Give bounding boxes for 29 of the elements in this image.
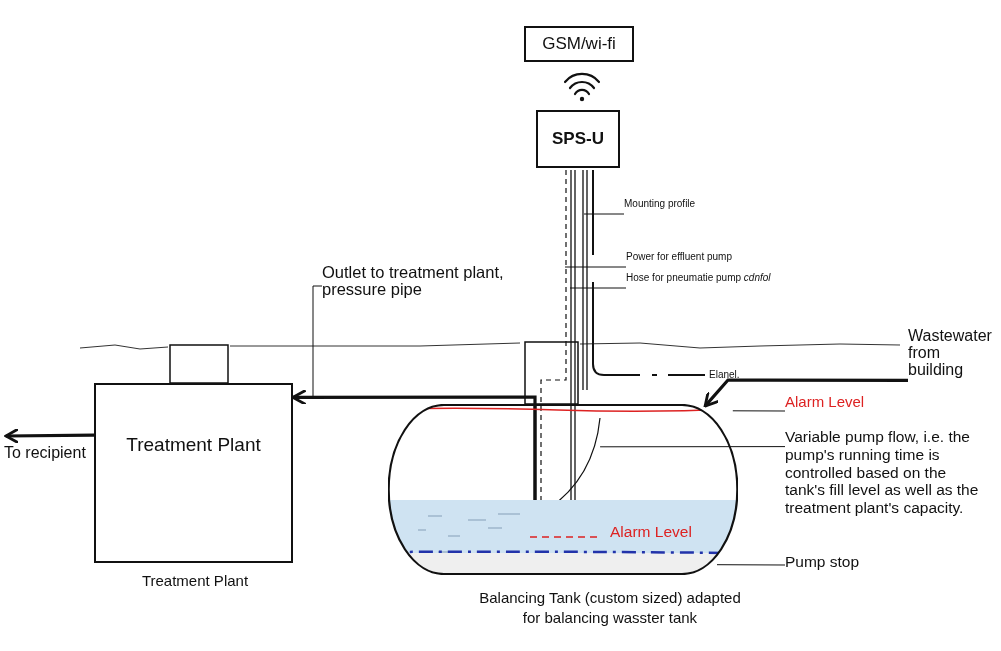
leader-line [599, 446, 786, 448]
pipe-arrow [703, 378, 908, 408]
callout-text: Outlet to treatment plant, pressure pipe [322, 264, 522, 304]
node-label: Balancing Tank (custom sized) adapted for balancing wasster tank [478, 588, 742, 627]
treatment-plant-box [94, 383, 293, 563]
callout-text: Pump stop [785, 553, 875, 573]
box-label: SPS-U [552, 129, 604, 149]
leader-line [564, 266, 627, 268]
callout-text: Elanel. [709, 369, 740, 381]
callout-text: Wastewater from building [908, 328, 996, 383]
node-label: Treatment Plant [140, 571, 250, 591]
callout-text: Variable pump flow, i.e. the pump's running time is controlled based on the tank's fill level as well as the treatment plant's capacity. [785, 428, 985, 544]
callout-text: Hose for pneumatie pump cdnfol [626, 272, 786, 288]
box-label: Treatment Plant [126, 433, 261, 457]
device-box [536, 110, 620, 168]
box-label: GSM/wi-fi [542, 34, 616, 54]
leader-line [583, 213, 625, 215]
device-box [524, 26, 634, 62]
callout-text: Mounting profile [624, 198, 734, 214]
leader-line [569, 287, 627, 289]
pipe-arrow [4, 427, 94, 445]
callout-text: To recipient [4, 436, 92, 464]
callout-text: Alarm Level [785, 393, 885, 411]
leader-line [716, 564, 786, 566]
callout-text: Power for effluent pump [626, 251, 766, 267]
leader-line [312, 285, 323, 397]
tank-drawing [388, 404, 738, 575]
leader-line [732, 410, 786, 412]
level-label: Alarm Level [610, 523, 692, 541]
